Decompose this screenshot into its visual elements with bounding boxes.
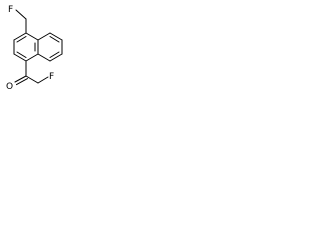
- double-bond-inner-a2: [16, 51, 27, 58]
- atom-label-f-side: F: [49, 72, 54, 82]
- atom-label-f-top: F: [8, 5, 13, 15]
- atom-label-o: O: [6, 82, 13, 92]
- double-bond-inner-b1: [49, 36, 60, 43]
- bond-ring-b4: [49, 53, 63, 62]
- molecule-structure: F O F: [6, 5, 63, 92]
- bond-ch2-f: [37, 76, 49, 84]
- bond-ring-a3: [25, 53, 39, 62]
- bond-ring-b2: [49, 32, 63, 41]
- bond-carbonyl-o-1: [14, 75, 27, 83]
- bond-carbonyl-o-2: [16, 78, 28, 86]
- bond-carbonyl-ch2: [25, 75, 39, 84]
- bond-f-ch2: [15, 9, 27, 20]
- bond-ring-b1: [37, 32, 51, 41]
- bond-ring-a4: [13, 53, 27, 62]
- double-bond-inner-a1: [16, 36, 27, 43]
- bond-ring-a1: [25, 32, 39, 41]
- double-bond-inner-b2: [49, 51, 60, 58]
- bond-ring-b5: [37, 53, 51, 62]
- bond-ring-a6: [13, 32, 27, 41]
